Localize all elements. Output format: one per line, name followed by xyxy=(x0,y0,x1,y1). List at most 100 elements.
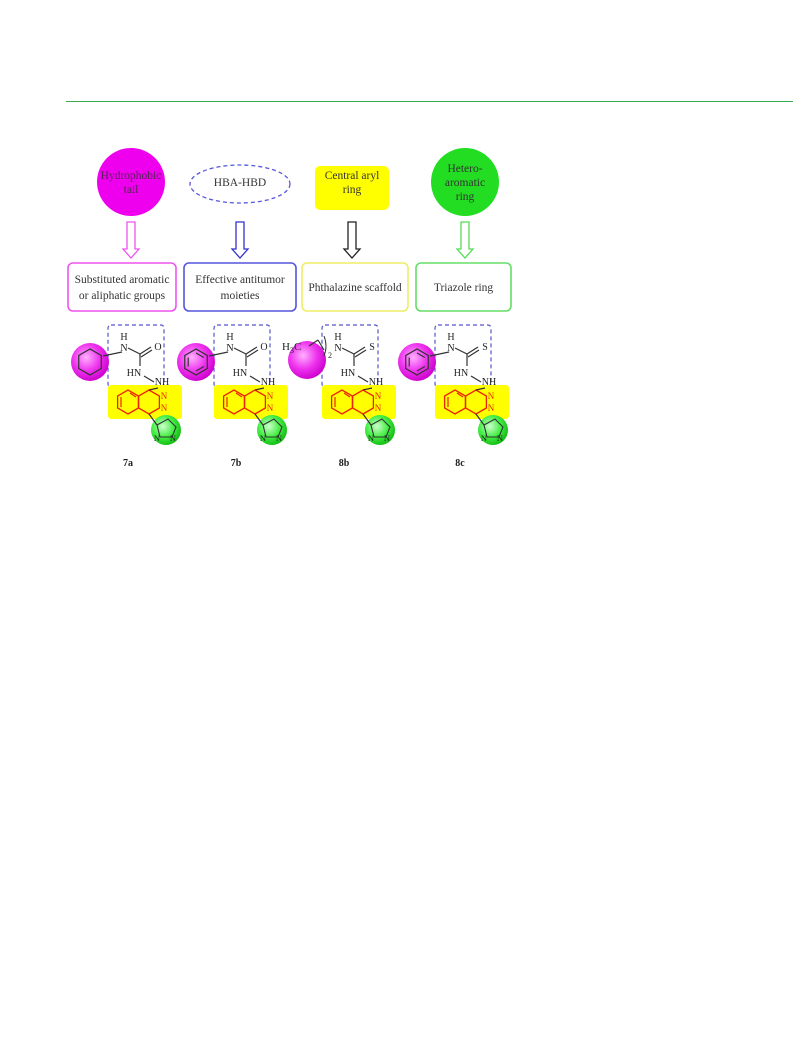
aromatic-bond xyxy=(416,365,426,372)
feature-label-line: HBA-HBD xyxy=(214,177,266,189)
triazole-ring xyxy=(262,418,283,438)
atom-n: N xyxy=(375,403,382,413)
bond xyxy=(454,347,468,355)
phthalazine-highlight xyxy=(322,385,396,419)
feature-label-line: Hydrophobic xyxy=(101,170,162,182)
atom-h: H xyxy=(226,332,233,343)
atom-hn: HN xyxy=(127,368,141,379)
alkyl-h: H xyxy=(282,341,290,353)
aromatic-bond xyxy=(235,392,243,398)
bond xyxy=(208,351,229,357)
bond xyxy=(254,413,264,426)
atom-hn: HN xyxy=(233,368,247,379)
triazole-highlight xyxy=(151,415,181,445)
atom-s: S xyxy=(482,342,488,353)
bond xyxy=(475,387,486,391)
triazole-ring xyxy=(370,418,391,438)
description-box-line: Substituted aromatic xyxy=(75,274,170,286)
alkyl-c: C xyxy=(294,341,301,353)
atom-nh: NH xyxy=(155,377,169,388)
atom-n: N xyxy=(447,343,454,354)
bond xyxy=(140,349,153,358)
bond xyxy=(362,387,373,391)
atom-n: N xyxy=(267,391,274,401)
cyclohexyl-ring xyxy=(78,348,102,376)
down-arrow xyxy=(121,221,141,259)
bond xyxy=(466,346,479,355)
arrow-outline xyxy=(230,221,250,259)
atom-o: O xyxy=(154,342,161,353)
triazole-highlight xyxy=(365,415,395,445)
arrow-outline xyxy=(342,221,362,259)
feature-label-line: ring xyxy=(343,184,362,196)
triazole-ring xyxy=(483,418,504,438)
atom-n: N xyxy=(488,403,495,413)
tail-highlight-circle xyxy=(71,343,109,381)
bond xyxy=(475,413,485,426)
down-arrow xyxy=(455,221,475,259)
tail-highlight-circle xyxy=(177,343,215,381)
phenyl-ring xyxy=(184,348,208,376)
atom-h: H xyxy=(120,332,127,343)
compound-label: 7b xyxy=(231,458,242,469)
arrow-outline xyxy=(455,221,475,259)
phthalazine-highlight xyxy=(435,385,509,419)
tail-highlight-circle xyxy=(288,341,326,379)
atom-n: N xyxy=(276,433,282,443)
bond xyxy=(429,351,450,357)
aromatic-bond xyxy=(195,352,205,359)
tail-highlight-circle xyxy=(398,343,436,381)
aromatic-bond xyxy=(456,392,464,398)
phenyl-ring xyxy=(405,348,429,376)
triazole-highlight xyxy=(478,415,508,445)
description-box-line: Triazole ring xyxy=(434,282,494,294)
alkyl-n-subscript: 2 xyxy=(328,351,332,360)
feature-circle xyxy=(97,148,165,216)
triazole-ring xyxy=(156,418,177,438)
atom-n: N xyxy=(384,433,390,443)
atom-n: N xyxy=(375,391,382,401)
feature-label-line: tail xyxy=(124,184,139,196)
atom-n: N xyxy=(267,403,274,413)
bond xyxy=(308,339,319,347)
bond xyxy=(362,413,372,426)
atom-s: S xyxy=(369,342,375,353)
header-rule xyxy=(66,101,793,102)
description-box-frame xyxy=(183,262,297,312)
feature-hba-hbd: HBA-HBD xyxy=(189,164,291,204)
compound-label: 8b xyxy=(339,458,350,469)
bond xyxy=(102,351,123,357)
aromatic-bond xyxy=(195,365,205,372)
aromatic-bond xyxy=(416,352,426,359)
feature-label-line: Hetero- xyxy=(447,163,482,175)
atom-n: N xyxy=(334,343,341,354)
aromatic-bond xyxy=(129,392,137,398)
phthalazine-highlight xyxy=(214,385,288,419)
bond xyxy=(470,375,482,383)
arrow-outline xyxy=(121,221,141,259)
triazole-highlight xyxy=(257,415,287,445)
atom-o: O xyxy=(260,342,267,353)
bond xyxy=(139,346,152,355)
feature-hydrophobic-tail: Hydrophobic tail xyxy=(97,148,165,216)
bond xyxy=(354,349,367,358)
description-box-line: Effective antitumor xyxy=(195,274,285,286)
phthalazine-highlight xyxy=(108,385,182,419)
down-arrow xyxy=(342,221,362,259)
atom-n: N xyxy=(154,433,160,443)
description-box-frame xyxy=(415,262,512,312)
feature-circle xyxy=(431,148,499,216)
atom-hn: HN xyxy=(454,368,468,379)
alkyl-sub: 3 xyxy=(290,346,294,355)
bond xyxy=(249,375,261,383)
aromatic-bond xyxy=(343,392,351,398)
bond xyxy=(246,349,259,358)
